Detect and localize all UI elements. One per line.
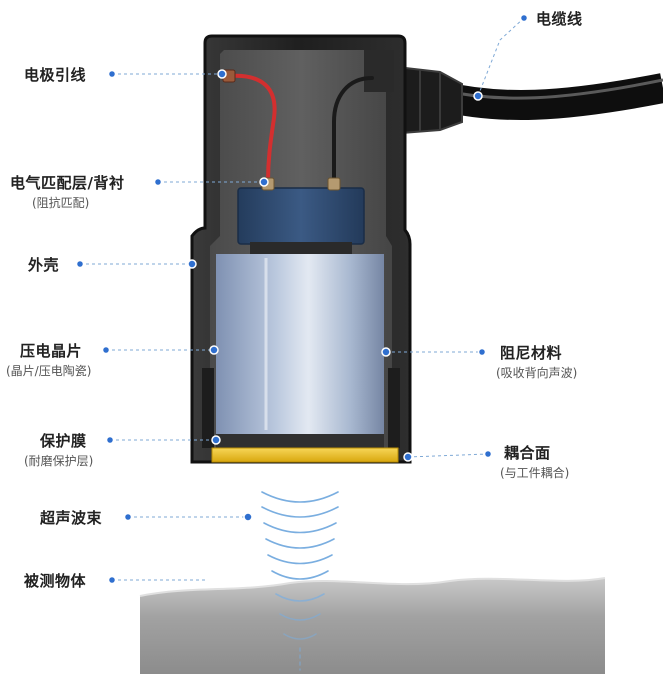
damping-left [202,368,214,448]
red-electrode-wire [228,73,277,184]
damping-right [388,368,400,448]
label-matching-layer: 电气匹配层/背衬 [10,174,125,192]
label-damping: 阻尼材料 [500,344,563,362]
cable-port [364,50,394,92]
piezo-crystal [216,254,384,434]
label-protective-film-sub: (耐磨保护层) [24,454,94,468]
label-cable: 电缆线 [536,10,583,28]
backing-base [250,242,352,256]
label-piezo: 压电晶片 [20,342,83,360]
label-electrode-lead: 电极引线 [24,66,87,84]
label-damping-sub: (吸收背向声波) [496,366,578,380]
protective-film [216,434,384,448]
label-coupling-face: 耦合面 [504,444,551,462]
marker-dots [75,13,529,585]
coupling-face [211,447,399,463]
label-coupling-face-sub: (与工件耦合) [500,466,570,480]
label-matching-layer-sub: (阻抗匹配) [32,196,90,210]
matching-backing-block [237,187,365,245]
label-protective-film: 保护膜 [40,432,87,450]
label-piezo-sub: (晶片/压电陶瓷) [6,364,92,378]
label-beam: 超声波束 [40,509,103,527]
leader-lines [80,17,525,581]
label-housing: 外壳 [28,256,60,274]
label-test-object: 被测物体 [24,572,87,590]
wire-terminal [327,177,341,191]
black-wire [332,76,374,184]
test-object-surface [139,577,606,597]
test-object [140,578,605,674]
ultrasonic-beam [261,491,339,671]
